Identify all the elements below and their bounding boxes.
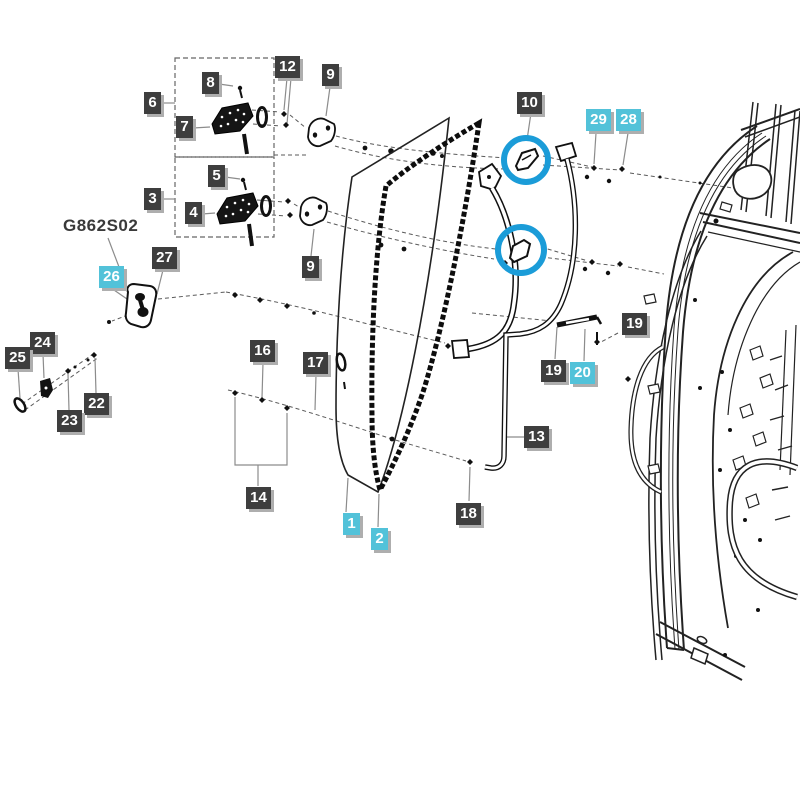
diagram-code: G862S02 (63, 216, 139, 235)
part-label-27: 27 (152, 247, 177, 269)
part-label-13: 13 (524, 426, 549, 448)
highlight-circles (495, 135, 551, 276)
door-glass (335, 116, 450, 494)
part-label-2: 2 (371, 528, 388, 550)
part-label-3: 3 (144, 188, 161, 210)
part-label-25: 25 (5, 347, 30, 369)
door-latch-rod (556, 314, 603, 345)
part-label-9b: 9 (302, 256, 319, 278)
part-label-22: 22 (84, 393, 109, 415)
leader-lines (17, 77, 629, 528)
hinge-piece-upper (514, 147, 540, 172)
glass-handle-hole (335, 352, 347, 372)
part-label-19b: 19 (541, 360, 566, 382)
part-label-4: 4 (185, 202, 202, 224)
window-frame-channel (484, 141, 579, 471)
mount-plate-upper (307, 117, 336, 148)
hinge-lower-assembly (216, 177, 293, 247)
hinge-upper-assembly (211, 85, 289, 155)
part-label-7: 7 (176, 116, 193, 138)
part-label-18: 18 (456, 503, 481, 525)
hinge-highlight-upper (501, 135, 551, 185)
hinge-piece-lower (502, 238, 532, 266)
part-label-12: 12 (275, 56, 300, 78)
part-label-19a: 19 (622, 313, 647, 335)
part-label-20: 20 (570, 362, 595, 384)
part-label-28: 28 (616, 109, 641, 131)
part-label-23: 23 (57, 410, 82, 432)
part-label-29: 29 (586, 109, 611, 131)
part-label-17: 17 (303, 352, 328, 374)
part-label-16: 16 (250, 340, 275, 362)
part-label-6: 6 (144, 92, 161, 114)
part-label-5: 5 (208, 165, 225, 187)
part-label-26: 26 (99, 266, 124, 288)
cab-frame (625, 101, 800, 681)
part-label-14: 14 (246, 487, 271, 509)
mount-plate-lower (299, 196, 328, 227)
door-handle-tube (450, 162, 519, 359)
hinge-rod-assembly (13, 378, 53, 413)
part-label-1: 1 (343, 513, 360, 535)
window-seal (369, 118, 483, 497)
part-label-24: 24 (30, 332, 55, 354)
part-label-9a: 9 (322, 64, 339, 86)
hinge-highlight-lower (495, 224, 547, 276)
hinge-group-boxes (174, 57, 275, 238)
fasteners (65, 145, 702, 465)
construction-lines (21, 109, 734, 462)
door-striker (124, 282, 158, 329)
part-label-10: 10 (517, 92, 542, 114)
part-label-8: 8 (202, 72, 219, 94)
